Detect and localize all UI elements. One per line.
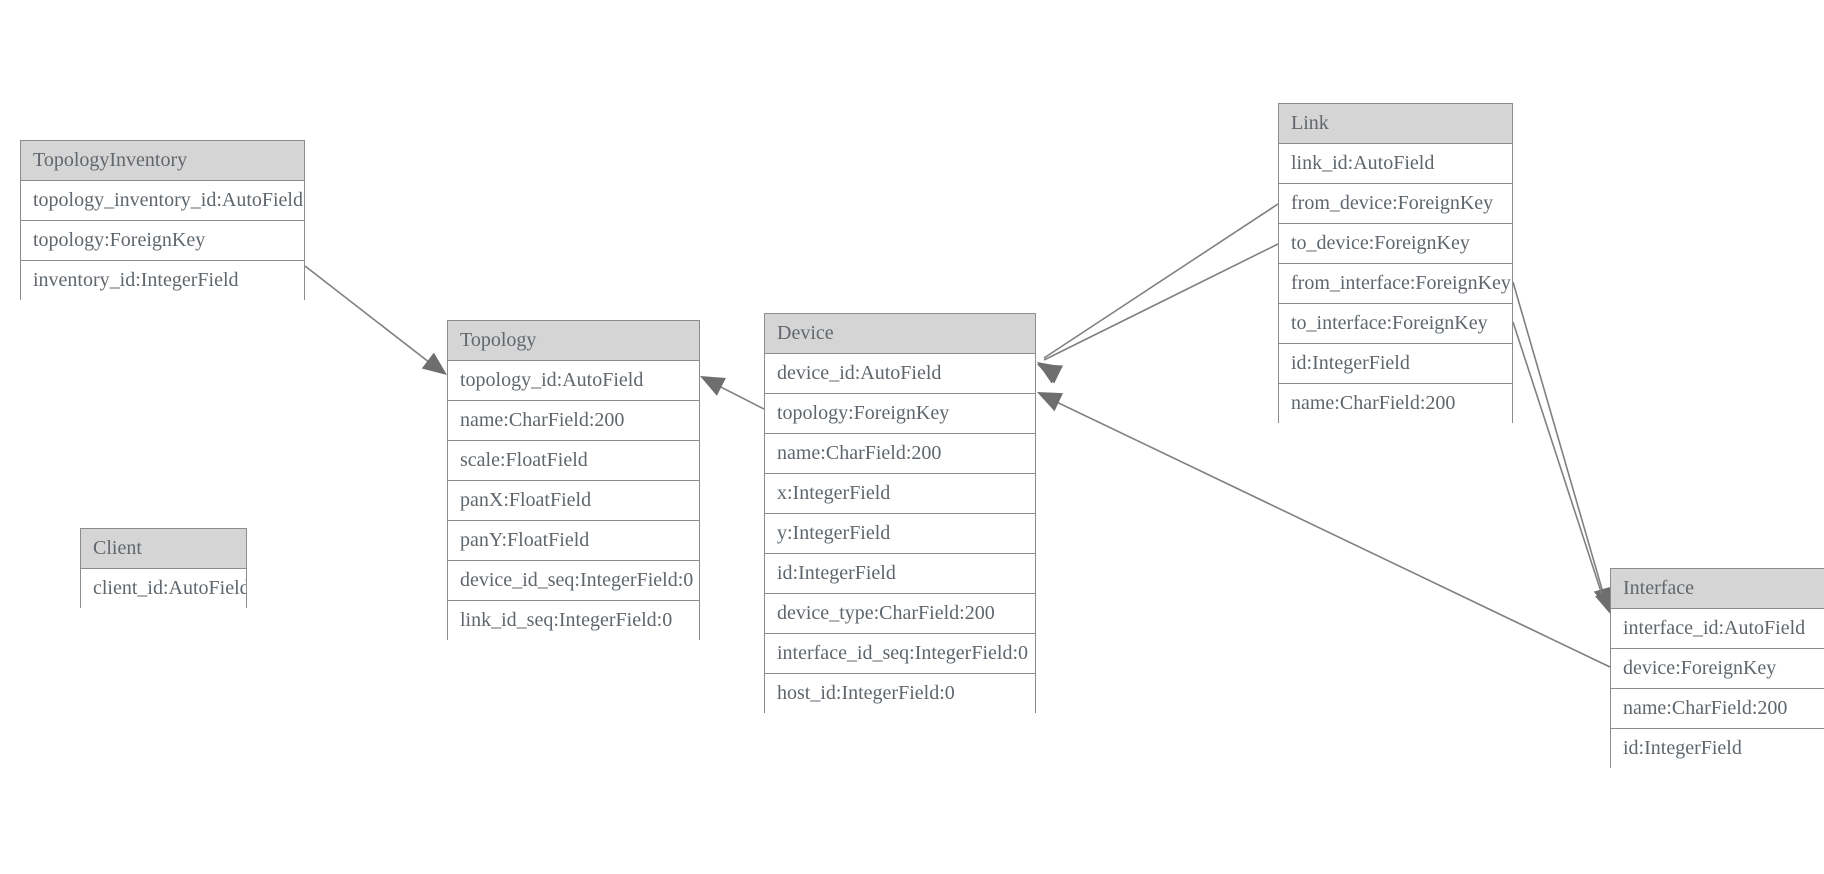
- entity-field: from_device:ForeignKey: [1279, 184, 1512, 224]
- entity-field: y:IntegerField: [765, 514, 1035, 554]
- entity-field: id:IntegerField: [1279, 344, 1512, 384]
- relationship-link-to_device: [1037, 243, 1279, 384]
- entity-field: device_id_seq:IntegerField:0: [448, 561, 699, 601]
- relationship-arrowhead-icon: [700, 376, 726, 396]
- entity-field: host_id:IntegerField:0: [765, 674, 1035, 714]
- entity-title-client: Client: [81, 529, 246, 569]
- entity-field: topology:ForeignKey: [21, 221, 304, 261]
- entity-field: to_device:ForeignKey: [1279, 224, 1512, 264]
- entity-field: panY:FloatField: [448, 521, 699, 561]
- entity-field: scale:FloatField: [448, 441, 699, 481]
- entity-field: from_interface:ForeignKey: [1279, 264, 1512, 304]
- entity-field: interface_id_seq:IntegerField:0: [765, 634, 1035, 674]
- relationship-link-from_device: [1037, 203, 1279, 384]
- entity-field: name:CharField:200: [1611, 689, 1824, 729]
- entity-title-link: Link: [1279, 104, 1512, 144]
- relationship-topologyinventory-topology: [304, 265, 447, 375]
- entity-field: name:CharField:200: [765, 434, 1035, 474]
- entity-field: topology_inventory_id:AutoField: [21, 181, 304, 221]
- entity-field: name:CharField:200: [1279, 384, 1512, 424]
- entity-field: topology_id:AutoField: [448, 361, 699, 401]
- entity-title-topology: Topology: [448, 321, 699, 361]
- relationship-link-from_interface: [1512, 281, 1613, 612]
- entity-field: id:IntegerField: [765, 554, 1035, 594]
- relationship-line: [304, 265, 444, 374]
- relationship-arrowhead-icon: [1037, 392, 1063, 412]
- relationship-arrowhead-icon: [1037, 364, 1063, 384]
- entity-field: link_id:AutoField: [1279, 144, 1512, 184]
- entity-title-device: Device: [765, 314, 1035, 354]
- relationship-interface-device: [1037, 392, 1611, 668]
- entity-field: topology:ForeignKey: [765, 394, 1035, 434]
- entity-field: x:IntegerField: [765, 474, 1035, 514]
- entity-field: interface_id:AutoField: [1611, 609, 1824, 649]
- relationship-line: [1043, 243, 1279, 361]
- relationship-line: [1043, 203, 1279, 359]
- relationship-line: [1512, 321, 1607, 608]
- entity-field: device:ForeignKey: [1611, 649, 1824, 689]
- relationship-device-topology: [700, 376, 765, 410]
- entity-field: id:IntegerField: [1611, 729, 1824, 769]
- entity-field: link_id_seq:IntegerField:0: [448, 601, 699, 641]
- relationship-line: [1043, 395, 1611, 668]
- relationship-link-to_interface: [1512, 321, 1615, 616]
- entity-field: device_type:CharField:200: [765, 594, 1035, 634]
- entity-field: panX:FloatField: [448, 481, 699, 521]
- relationship-arrowhead-icon: [1037, 362, 1063, 384]
- entity-title-topology_inventory: TopologyInventory: [21, 141, 304, 181]
- relationship-line: [1512, 281, 1607, 604]
- entity-field: device_id:AutoField: [765, 354, 1035, 394]
- entity-field: inventory_id:IntegerField: [21, 261, 304, 301]
- entity-title-interface: Interface: [1611, 569, 1824, 609]
- entity-field: to_interface:ForeignKey: [1279, 304, 1512, 344]
- entity-field: client_id:AutoField: [81, 569, 246, 609]
- relationship-line: [706, 379, 765, 410]
- entity-field: name:CharField:200: [448, 401, 699, 441]
